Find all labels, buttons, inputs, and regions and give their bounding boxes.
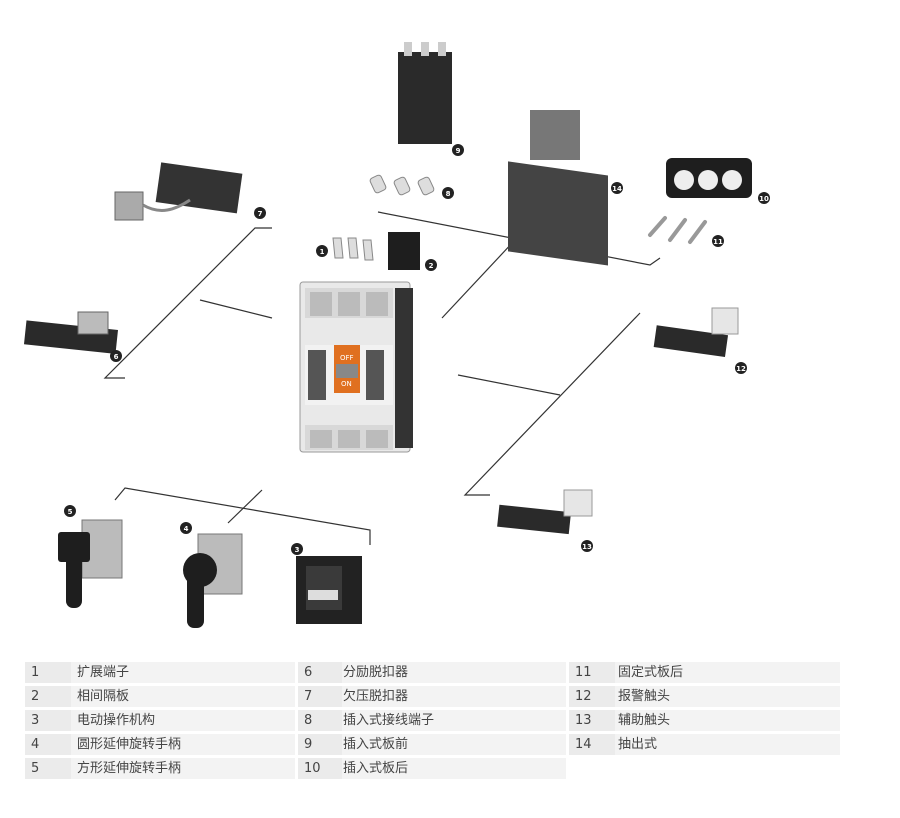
legend-label: 辅助触头 (618, 713, 671, 728)
legend-row: 12 报警触头 (569, 686, 840, 707)
legend-number: 11 (569, 662, 615, 683)
legend-number: 6 (298, 662, 342, 683)
motor-mechanism-image (296, 556, 362, 624)
legend-number: 10 (298, 758, 342, 779)
legend-label: 圆形延伸旋转手柄 (77, 737, 182, 752)
legend-row: 2 相间隔板 (25, 686, 295, 707)
svg-text:3: 3 (295, 546, 300, 554)
legend-number: 8 (298, 710, 342, 731)
breaker-on-label: ON (341, 380, 352, 388)
svg-text:5: 5 (68, 508, 73, 516)
square-rotary-handle-image (58, 519, 123, 608)
svg-text:12: 12 (736, 365, 746, 373)
legend-label: 插入式接线端子 (343, 713, 435, 728)
legend-label: 电动操作机构 (77, 713, 156, 728)
legend-number: 1 (25, 662, 71, 683)
legend-label: 分励脱扣器 (343, 665, 409, 680)
legend-row: 3 电动操作机构 (25, 710, 295, 731)
callout-badge-10: 10 (758, 192, 770, 204)
svg-text:10: 10 (759, 195, 769, 203)
fixed-rear-image (648, 216, 707, 244)
legend-label: 报警触头 (618, 689, 671, 704)
legend-row: 5 方形延伸旋转手柄 (25, 758, 295, 779)
svg-text:4: 4 (184, 525, 189, 533)
alarm-contact-image (653, 307, 739, 358)
legend-label: 相间隔板 (77, 689, 130, 704)
legend-number: 5 (25, 758, 71, 779)
connector-lines (103, 211, 661, 545)
legend-number: 2 (25, 686, 71, 707)
connector-bottom-branch (227, 489, 263, 524)
legend-row: 10 插入式板后 (298, 758, 566, 779)
legend-row: 7 欠压脱扣器 (298, 686, 566, 707)
callout-badge-13: 13 (581, 540, 593, 552)
svg-text:6: 6 (114, 353, 119, 361)
legend-label: 方形延伸旋转手柄 (77, 761, 182, 776)
legend-label: 欠压脱扣器 (343, 689, 409, 704)
callout-badge-11: 11 (712, 235, 724, 247)
legend-row: 6 分励脱扣器 (298, 662, 566, 683)
legend-number: 14 (569, 734, 615, 755)
legend-label: 扩展端子 (77, 665, 130, 680)
svg-text:11: 11 (713, 238, 723, 246)
callout-badge-4: 4 (180, 522, 192, 534)
round-rotary-handle-image (183, 533, 243, 628)
extension-terminal-image (332, 237, 374, 261)
plug-in-rear-image (666, 158, 752, 198)
legend-label: 插入式板后 (343, 761, 409, 776)
callout-badge-8: 8 (442, 187, 454, 199)
legend-row: 9 插入式板前 (298, 734, 566, 755)
legend-number: 9 (298, 734, 342, 755)
connector-right (463, 312, 641, 496)
connector-left-branch (199, 299, 273, 319)
auxiliary-contact-image (497, 489, 593, 535)
connector-right-branch (457, 374, 561, 396)
phase-barrier-image (388, 232, 420, 270)
svg-text:13: 13 (582, 543, 592, 551)
callout-badge-2: 2 (425, 259, 437, 271)
legend-row: 4 圆形延伸旋转手柄 (25, 734, 295, 755)
breaker-off-label: OFF (340, 354, 354, 362)
connector-left (103, 227, 272, 379)
svg-text:14: 14 (612, 185, 622, 193)
shunt-release-image (23, 311, 118, 354)
draw-out-image (508, 110, 608, 266)
legend-row: 14 抽出式 (569, 734, 840, 755)
legend-number: 12 (569, 686, 615, 707)
callout-badge-14: 14 (611, 182, 623, 194)
legend-row: 8 插入式接线端子 (298, 710, 566, 731)
legend-row: 13 辅助触头 (569, 710, 840, 731)
legend-number: 3 (25, 710, 71, 731)
legend-number: 13 (569, 710, 615, 731)
connector-top (377, 211, 661, 266)
legend-number: 7 (298, 686, 342, 707)
legend-row: 1 扩展端子 (25, 662, 295, 683)
svg-text:9: 9 (456, 147, 461, 155)
callout-badge-9: 9 (452, 144, 464, 156)
connector-top-branch (441, 239, 516, 319)
legend-number: 4 (25, 734, 71, 755)
accessory-diagram: OFF ON (23, 42, 770, 628)
connector-bottom (114, 487, 371, 545)
legend-label: 插入式板前 (343, 737, 409, 752)
undervoltage-release-image (114, 162, 243, 221)
legend-label: 抽出式 (618, 737, 658, 752)
callout-badge-6: 6 (110, 350, 122, 362)
callout-badge-7: 7 (254, 207, 266, 219)
callout-badge-12: 12 (735, 362, 747, 374)
plug-in-terminal-image (369, 174, 435, 196)
svg-text:2: 2 (429, 262, 434, 270)
legend-label: 固定式板后 (618, 665, 684, 680)
callout-badge-5: 5 (64, 505, 76, 517)
svg-text:8: 8 (446, 190, 451, 198)
main-breaker-image: OFF ON (299, 281, 413, 453)
svg-text:1: 1 (320, 248, 325, 256)
callout-badge-1: 1 (316, 245, 328, 257)
svg-text:7: 7 (258, 210, 263, 218)
legend-row: 11 固定式板后 (569, 662, 840, 683)
plug-in-front-image (398, 42, 452, 144)
callout-badge-3: 3 (291, 543, 303, 555)
callout-badges: 1 2 3 4 5 6 7 8 9 10 11 12 13 14 (64, 144, 770, 555)
